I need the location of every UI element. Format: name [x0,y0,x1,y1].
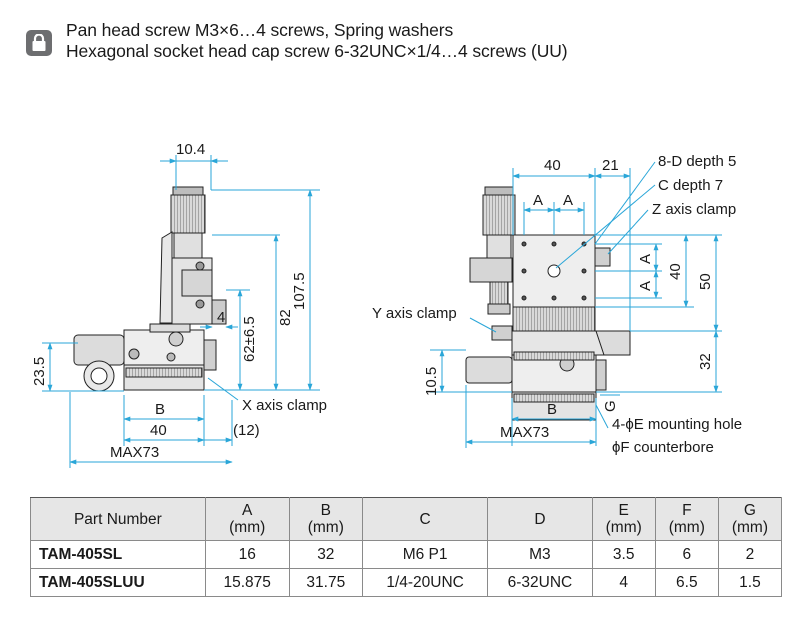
dim-b-front: B [547,401,557,418]
dim-4: 4 [217,309,225,326]
dim-40-right: 40 [667,263,684,280]
cell-a: 16 [204,540,290,569]
dim-40-top: 40 [544,157,561,174]
dim-62: 62±6.5 [241,316,258,362]
header-part-number: Part Number [30,497,206,541]
screw-note: Pan head screw M3×6…4 screws, Spring was… [26,20,568,62]
dim-10-5: 10.5 [423,367,440,396]
header-label: E [618,502,629,519]
cell-e: 3.5 [591,540,656,569]
dim-50: 50 [697,273,714,290]
dim-23-5: 23.5 [31,357,48,386]
label-mounting-hole: 4-ϕE mounting hole [612,416,742,433]
header-label: B [320,502,331,519]
dim-40-side: 40 [150,422,167,439]
spec-table: Part Number A(mm) B(mm) C D E(mm) F(mm) … [30,497,783,597]
header-unit: (mm) [307,519,344,536]
dim-max-front: MAX73 [500,424,549,441]
cell-e: 4 [591,568,656,597]
header-g: G(mm) [717,497,783,541]
header-e: E(mm) [591,497,656,541]
header-f: F(mm) [654,497,719,541]
header-unit: (mm) [605,519,642,536]
cell-g: 2 [717,540,783,569]
side-view [73,186,227,392]
table-row: TAM-405SLUU 15.875 31.75 1/4-20UNC 6-32U… [30,568,783,597]
header-unit: (mm) [731,519,768,536]
dim-32: 32 [697,353,714,370]
dim-107: 107.5 [291,272,308,310]
header-label: G [743,502,756,519]
front-view-labels: 40 21 A A A A 40 50 32 10.5 B G MAX73 8-… [372,153,742,456]
dim-a-right-1: A [637,254,654,264]
cell-f: 6.5 [654,568,719,597]
cell-b: 32 [288,540,364,569]
dim-10-4: 10.4 [176,141,205,158]
header-a: A(mm) [204,497,290,541]
cell-part-number: TAM-405SL [30,540,206,569]
label-counterbore: ϕF counterbore [612,439,714,456]
label-c-depth: C depth 7 [658,177,723,194]
dim-b-side: B [155,401,165,418]
cell-f: 6 [654,540,719,569]
header-c: C [362,497,489,541]
header-unit: (mm) [668,519,705,536]
cell-d: M3 [487,540,593,569]
side-view-dimensions [42,155,320,468]
label-x-clamp: X axis clamp [242,397,327,414]
dim-82: 82 [277,309,294,326]
cell-a: 15.875 [204,568,290,597]
screw-lock-icon [26,30,52,56]
cell-part-number: TAM-405SLUU [30,568,206,597]
header-label: D [534,510,546,528]
front-view [465,186,631,421]
header-label: F [682,502,692,519]
cell-d: 6-32UNC [487,568,593,597]
cell-b: 31.75 [288,568,364,597]
dim-a-right-2: A [637,281,654,291]
header-label: A [242,502,253,519]
dim-max-side: MAX73 [110,444,159,461]
cell-c: 1/4-20UNC [362,568,489,597]
dim-a-top-1: A [533,192,543,209]
label-z-clamp: Z axis clamp [652,201,736,218]
header-b: B(mm) [288,497,364,541]
front-view-dimensions [430,161,722,448]
table-row: TAM-405SL 16 32 M6 P1 M3 3.5 6 2 [30,540,783,569]
screw-note-text: Pan head screw M3×6…4 screws, Spring was… [66,20,568,62]
dim-21: 21 [602,157,619,174]
label-y-clamp: Y axis clamp [372,305,457,322]
dim-a-top-2: A [563,192,573,209]
header-unit: (mm) [229,519,266,536]
cell-c: M6 P1 [362,540,489,569]
side-view-labels: 10.4 4 62±6.5 82 107.5 23.5 B 40 (12) MA… [31,141,327,461]
dim-g: G [602,400,619,412]
screw-note-line-1: Pan head screw M3×6…4 screws, Spring was… [66,20,454,40]
cell-g: 1.5 [717,568,783,597]
header-d: D [487,497,593,541]
screw-note-line-2: Hexagonal socket head cap screw 6-32UNC×… [66,41,568,61]
table-header-row: Part Number A(mm) B(mm) C D E(mm) F(mm) … [30,497,783,541]
dim-12: (12) [233,422,260,439]
header-label: C [419,510,431,528]
header-label: Part Number [73,510,162,528]
dimension-drawing: 10.4 4 62±6.5 82 107.5 23.5 B 40 (12) MA… [31,141,742,468]
label-d-depth: 8-D depth 5 [658,153,736,170]
